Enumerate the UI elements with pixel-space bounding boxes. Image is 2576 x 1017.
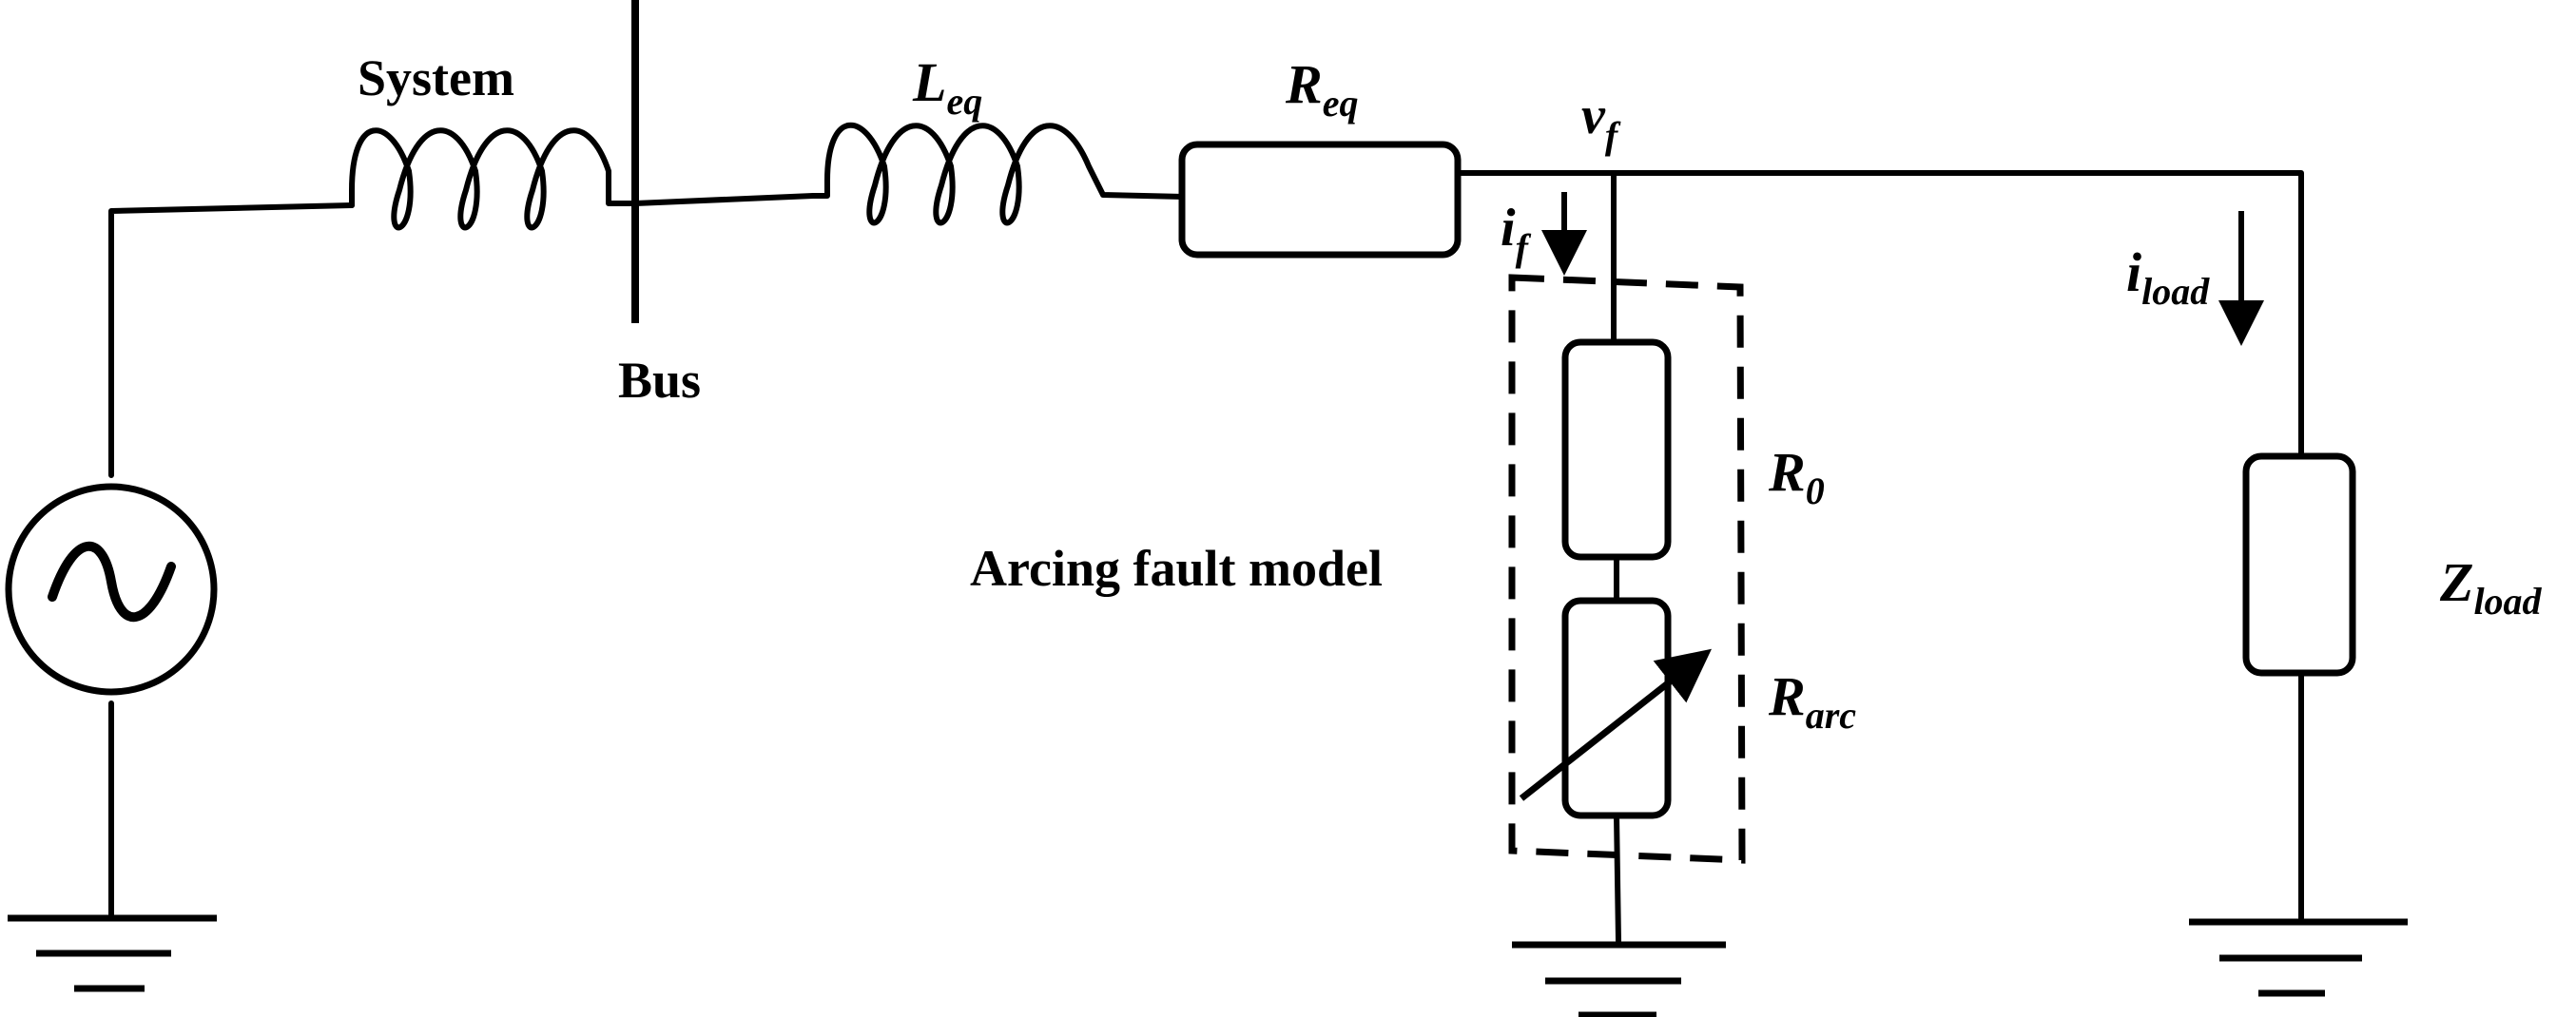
variable-resistor-icon bbox=[1519, 597, 1713, 819]
i-load-label: iload bbox=[2126, 241, 2210, 313]
l-eq-label: Leq bbox=[912, 51, 982, 123]
ground-icon bbox=[2189, 918, 2408, 997]
z-load-label: Zload bbox=[2439, 551, 2543, 623]
arcing-fault-model-label: Arcing fault model bbox=[970, 540, 1383, 597]
resistor-icon bbox=[2242, 452, 2356, 677]
i-f-label: if bbox=[1501, 199, 1532, 269]
ac-voltage-source-icon bbox=[5, 202, 355, 917]
r-0-label: R0 bbox=[1768, 441, 1825, 512]
arcing-fault-model-box bbox=[1508, 274, 1746, 864]
bus-label: Bus bbox=[618, 352, 701, 409]
inductor-icon bbox=[810, 122, 1187, 226]
v-f-label: vf bbox=[1581, 86, 1621, 157]
system-label: System bbox=[358, 49, 514, 106]
wire-bus-to-leq bbox=[632, 193, 816, 206]
inductor-icon bbox=[349, 127, 640, 231]
ground-icon bbox=[8, 914, 217, 992]
ground-icon bbox=[1512, 941, 1726, 1017]
r-arc-label: Rarc bbox=[1768, 665, 1856, 737]
wire-top bbox=[1455, 170, 2304, 459]
resistor-icon bbox=[1178, 141, 1462, 259]
r-eq-label: Req bbox=[1285, 53, 1358, 125]
resistor-icon bbox=[1561, 338, 1672, 561]
